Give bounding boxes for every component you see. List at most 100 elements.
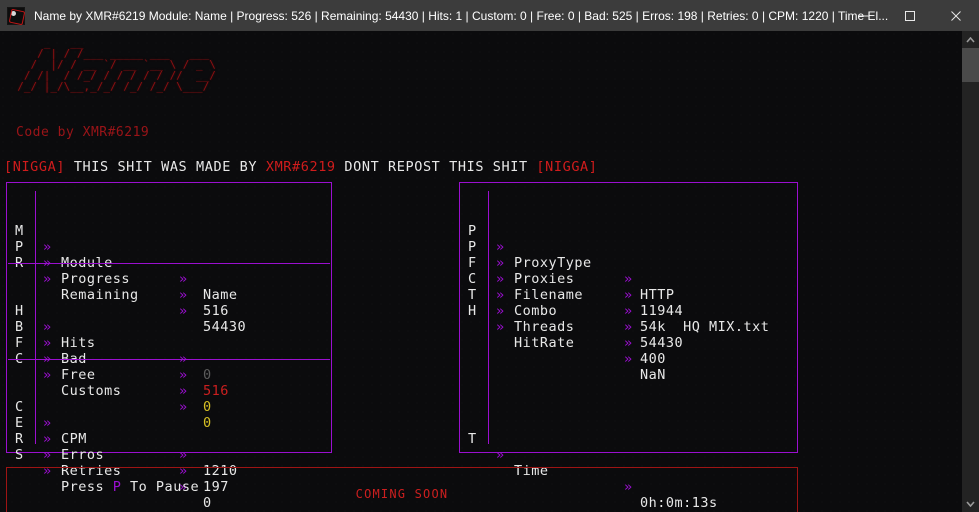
- window-controls: [841, 0, 979, 31]
- chevron-right-icon: »: [179, 287, 188, 303]
- stat-row-bad: B » Bad » 516: [7, 303, 331, 399]
- ascii-logo: _ __ / | / /___ _____ ___ ___ / |/ / __ …: [17, 36, 216, 93]
- stat-label-proxies: Proxies: [514, 271, 575, 287]
- stat-key-hitrate: H: [468, 303, 477, 319]
- stat-row-proxytype: P » ProxyType » HTTP: [460, 207, 797, 303]
- chevron-right-icon: »: [43, 239, 52, 255]
- minimize-icon: [859, 15, 869, 16]
- scroll-up-button[interactable]: [962, 31, 979, 48]
- coming-soon-panel: COMING SOON: [6, 467, 798, 512]
- title-bar[interactable]: Name by XMR#6219 Module: Name | Progress…: [0, 0, 979, 31]
- chevron-right-icon: »: [179, 399, 188, 415]
- stat-key-cpm: C: [15, 399, 24, 415]
- stat-label-threads: Threads: [514, 319, 575, 335]
- chevron-right-icon: »: [496, 255, 505, 271]
- chevron-right-icon: »: [43, 367, 52, 383]
- banner-tag-close: [NIGGA]: [536, 159, 598, 175]
- coming-soon-label: COMING SOON: [355, 486, 449, 501]
- console-surface: _ __ / | / /___ _____ ___ ___ / |/ / __ …: [0, 31, 962, 512]
- stat-label-combo: Combo: [514, 303, 558, 319]
- pause-hint-text: Press P To Pause: [61, 479, 199, 495]
- pause-hotkey: P: [112, 479, 122, 495]
- chevron-down-icon: [966, 500, 975, 507]
- stat-value-free: 0: [203, 399, 212, 415]
- stat-row-module: M » Module » Name: [7, 207, 331, 303]
- stat-value-hitrate: NaN: [640, 367, 666, 383]
- stat-key-threads: T: [468, 287, 477, 303]
- stat-row-proxies: P » Proxies » 11944: [460, 223, 797, 319]
- stat-label-customs: Customs: [61, 383, 122, 399]
- stat-value-time: 0h:0m:13s: [640, 495, 718, 511]
- stat-key-hits: H: [15, 303, 24, 319]
- stat-label-free: Free: [61, 367, 96, 383]
- chevron-right-icon: »: [624, 319, 633, 335]
- chevron-right-icon: »: [624, 287, 633, 303]
- chevron-right-icon: »: [179, 367, 188, 383]
- console-scrollbar[interactable]: [962, 31, 979, 512]
- chevron-right-icon: »: [496, 271, 505, 287]
- stat-value-remaining: 54430: [203, 319, 247, 335]
- banner-username: XMR#6219: [265, 159, 336, 175]
- code-by-label: Code by XMR#6219: [16, 125, 150, 140]
- stats-panel-left: M » Module » Name P » Progress » 516 R »…: [6, 182, 332, 511]
- stat-row-cpm: C » CPM » 1210: [7, 383, 331, 479]
- chevron-right-icon: »: [179, 479, 188, 495]
- panel-divider-1: [8, 263, 330, 264]
- stat-row-threads: T » Threads » 400: [460, 271, 797, 367]
- stat-key-erros: E: [15, 415, 24, 431]
- stat-row-hits: H » Hits » 0: [7, 287, 331, 383]
- minimize-button[interactable]: [841, 0, 887, 31]
- chevron-right-icon: »: [43, 415, 52, 431]
- stat-row-progress: P » Progress » 516: [7, 223, 331, 319]
- panel-vertical-divider: [35, 191, 36, 444]
- stat-label-hitrate: HitRate: [514, 335, 575, 351]
- stat-row-retries: R » Retries » 0: [7, 415, 331, 511]
- chevron-right-icon: »: [624, 271, 633, 287]
- scrollbar-thumb[interactable]: [962, 48, 979, 82]
- stat-label-remaining: Remaining: [61, 287, 139, 303]
- ascii-logo-block: _ __ / | / /___ _____ ___ ___ / |/ / __ …: [4, 37, 216, 92]
- chevron-right-icon: »: [624, 335, 633, 351]
- close-button[interactable]: [933, 0, 979, 31]
- stats-panel-right: P » ProxyType » HTTP P » Proxies » 11944…: [459, 182, 798, 511]
- chevron-right-icon: »: [43, 431, 52, 447]
- stat-value-customs: 0: [203, 415, 212, 431]
- scroll-down-button[interactable]: [962, 495, 979, 512]
- chevron-right-icon: »: [496, 287, 505, 303]
- chevron-right-icon: »: [496, 447, 505, 463]
- chevron-right-icon: »: [496, 319, 505, 335]
- stat-key-proxytype: P: [468, 223, 477, 239]
- banner-line: [NIGGA] THIS SHIT WAS MADE BY XMR#6219 D…: [4, 159, 598, 175]
- stat-key-combo: C: [468, 271, 477, 287]
- chevron-right-icon: »: [179, 383, 188, 399]
- pause-text-after: To Pause: [121, 479, 200, 495]
- stat-key-free: F: [15, 335, 24, 351]
- chevron-right-icon: »: [179, 271, 188, 287]
- stat-row-combo: C » Combo » 54430: [460, 255, 797, 351]
- pause-hint-row[interactable]: S » Press P To Pause: [7, 431, 331, 495]
- banner-tag-open: [NIGGA]: [4, 159, 66, 175]
- maximize-button[interactable]: [887, 0, 933, 31]
- stat-value-hits: 0: [203, 367, 212, 383]
- stat-row-free: F » Free » 0: [7, 319, 331, 415]
- chevron-right-icon: »: [624, 351, 633, 367]
- stat-value-erros: 197: [203, 479, 229, 495]
- stat-row-time: T » Time » 0h:0m:13s: [460, 415, 797, 511]
- stat-value-proxies: 11944: [640, 303, 684, 319]
- stat-value-module: Name: [203, 287, 238, 303]
- stat-value-filename: 54k HQ MIX.txt: [640, 319, 770, 335]
- pause-key: S: [15, 447, 24, 463]
- chevron-right-icon: »: [624, 479, 633, 495]
- stat-value-progress: 516: [203, 303, 229, 319]
- banner-text-after: DONT REPOST THIS SHIT: [335, 159, 537, 175]
- chevron-right-icon: »: [179, 303, 188, 319]
- stat-row-customs: C » Customs » 0: [7, 335, 331, 431]
- chevron-right-icon: »: [179, 447, 188, 463]
- chevron-right-icon: »: [43, 271, 52, 287]
- chevron-right-icon: »: [43, 463, 52, 479]
- stat-key-bad: B: [15, 319, 24, 335]
- stat-row-hitrate: H » HitRate » NaN: [460, 287, 797, 383]
- pause-text-before: Press: [61, 479, 113, 495]
- stat-label-cpm: CPM: [61, 431, 87, 447]
